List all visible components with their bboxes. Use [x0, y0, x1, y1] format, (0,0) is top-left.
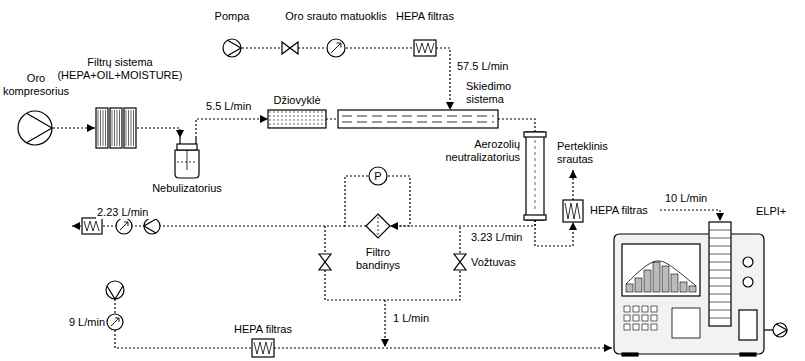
flow-connector — [346, 47, 414, 48]
flow-label: 2.23 L/min — [96, 206, 168, 219]
valve-symbol — [282, 42, 298, 54]
component-label: Pompa — [207, 10, 257, 23]
flow-connector — [390, 220, 535, 226]
bypass-line — [384, 300, 385, 347]
pressure-gauge: P — [368, 166, 388, 186]
flow-meter-symbol — [326, 38, 346, 58]
hepa-filter-symbol — [252, 339, 274, 357]
component-label: Oro srauto matuoklis — [276, 10, 396, 23]
hepa-symbol — [84, 221, 99, 231]
component-label: Skiedimo sistema — [466, 80, 528, 106]
neutralizer: Aerozolių neutralizatorius — [526, 132, 544, 220]
pump-symbol — [144, 219, 156, 233]
pump: Pompa — [222, 38, 242, 58]
pump-symbol — [773, 323, 787, 337]
hepa-symbol — [82, 218, 102, 234]
elpi-instrument: ELPI+ — [612, 222, 772, 356]
elpi-instrument-symbol — [612, 222, 772, 356]
flow-connector — [535, 220, 573, 246]
filter-sample-symbol — [366, 214, 390, 238]
flow-connector — [274, 347, 612, 348]
flow-label: 10 L/min — [664, 192, 726, 205]
flow-connector — [137, 128, 180, 138]
flow-line — [114, 299, 115, 314]
valve-symbol — [319, 254, 331, 270]
pump-symbol — [144, 218, 160, 234]
pump-symbol — [222, 38, 242, 58]
flow-line — [115, 330, 252, 348]
flow-rate-label: 5.5 L/min — [205, 100, 252, 113]
flow-label: 1 L/min — [392, 312, 454, 325]
flow-label: Perteklinis srautas — [556, 140, 628, 166]
hepa-filter-symbol — [414, 40, 436, 56]
hepa-filter-symbol — [563, 200, 583, 222]
dilution-system-symbol — [338, 110, 498, 128]
meter-symbol — [120, 222, 128, 230]
dryer: Džiovyklė — [268, 110, 326, 128]
pump-symbol — [106, 281, 124, 299]
component-label: HEPA filtras — [590, 204, 660, 217]
component-label: ELPI+ — [756, 205, 796, 218]
outflow-line — [72, 225, 345, 226]
nebulizer: Nebulizatorius — [172, 138, 202, 178]
flow-connector — [53, 127, 95, 128]
dryer-symbol — [268, 110, 326, 128]
component-label: Nebulizatorius — [147, 182, 227, 195]
flow-label: 9 L/min — [58, 316, 106, 329]
meter-symbol — [116, 218, 132, 234]
compressor: Oro kompresorius — [17, 110, 53, 146]
flow-connector — [436, 48, 450, 110]
valve-symbol — [454, 254, 466, 270]
pump-symbol — [776, 324, 787, 336]
excess-flow-arrow — [572, 170, 573, 200]
flow-connector — [388, 176, 410, 226]
component-label: HEPA filtras — [390, 10, 460, 23]
hepa-filter: HEPA filtras — [252, 339, 274, 357]
component-label: Aerozolių neutralizatorius — [432, 138, 520, 164]
dilution-system: Skiedimo sistema — [338, 110, 498, 128]
flow-connector — [345, 176, 368, 226]
inlet-line — [660, 210, 720, 221]
bypass-line — [325, 226, 460, 300]
flow-meter: Oro srauto matuoklis — [326, 38, 346, 58]
filter-system-symbol — [95, 108, 137, 148]
meter-symbol — [107, 314, 123, 330]
nebulizer-symbol — [172, 138, 202, 178]
filter-sample: Filtro bandinys — [366, 214, 390, 238]
hepa-filter: HEPA filtras — [563, 200, 583, 222]
flow-rate-label: 3.23 L/min — [470, 231, 523, 244]
component-label: Džiovyklė — [262, 94, 332, 107]
flow-rate-label: 57.5 L/min — [456, 60, 509, 73]
flow-label: Vožtuvas — [470, 256, 542, 269]
component-label: Filtrų sistema (HEPA+OIL+MOISTURE) — [50, 56, 190, 82]
flow-connector — [498, 119, 535, 132]
component-label: HEPA filtras — [228, 323, 298, 336]
filter-system: Filtrų sistema (HEPA+OIL+MOISTURE) — [95, 108, 137, 148]
meter-symbol — [111, 318, 119, 326]
neutralizer-symbol — [526, 132, 544, 220]
flow-connector — [326, 118, 338, 119]
pump-symbol — [107, 286, 123, 299]
component-label: P — [368, 166, 388, 186]
hepa-filter: HEPA filtras — [414, 40, 436, 56]
compressor-symbol — [17, 110, 53, 146]
component-label: Filtro bandinys — [343, 246, 413, 272]
flow-line — [764, 329, 773, 330]
flow-connector — [196, 119, 268, 138]
